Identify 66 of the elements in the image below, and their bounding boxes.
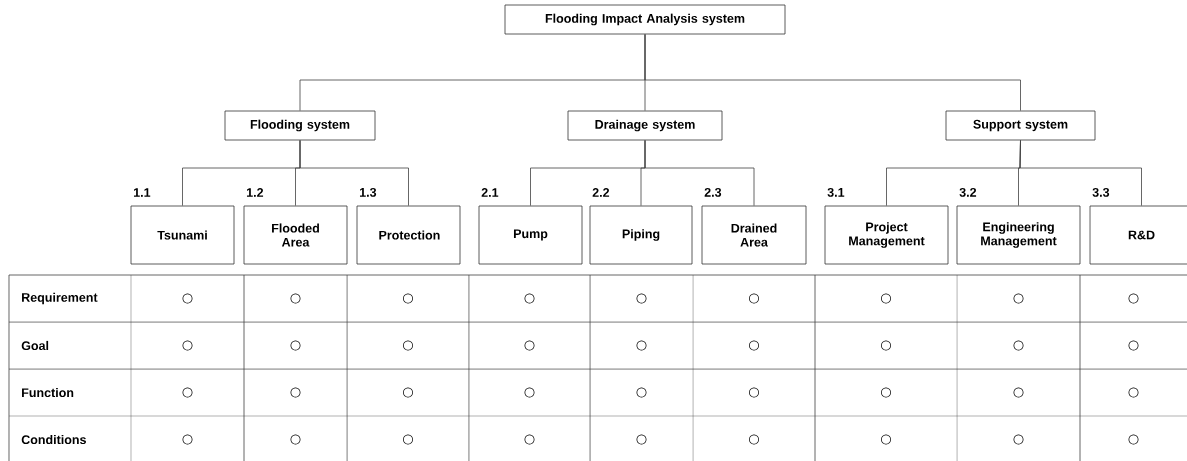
item-number: 1.1 — [134, 188, 151, 197]
system-box: Flooding Impact Analysis system — [504, 4, 786, 35]
item-number: 2.1 — [481, 188, 499, 197]
row-header: Goal — [21, 340, 49, 351]
circle-mark: ○ — [636, 340, 647, 351]
component-box: Engineering Management — [956, 205, 1081, 265]
circle-mark: ○ — [749, 293, 759, 304]
circle-mark: ○ — [749, 387, 759, 398]
circle-mark: ○ — [403, 434, 413, 445]
circle-mark: ○ — [290, 387, 301, 398]
item-number: 2.2 — [592, 188, 610, 197]
circle-mark: ○ — [290, 340, 301, 351]
circle-mark: ○ — [524, 434, 535, 445]
circle-mark: ○ — [1128, 293, 1139, 304]
circle-mark: ○ — [636, 434, 647, 445]
circle-mark: ○ — [1128, 340, 1139, 351]
connector-line — [299, 140, 409, 206]
circle-mark: ○ — [524, 293, 535, 304]
component-box: R&D — [1089, 205, 1187, 265]
system-box: Drainage system — [567, 110, 723, 141]
item-number: 2.3 — [704, 187, 722, 197]
item-number: 3.2 — [959, 187, 977, 197]
circle-mark: ○ — [881, 434, 891, 445]
system-box: Support system — [945, 110, 1096, 141]
circle-mark: ○ — [749, 340, 759, 351]
row-header: Function — [22, 387, 74, 398]
connector-line — [1019, 140, 1142, 206]
item-number: 1.3 — [360, 187, 377, 197]
circle-mark: ○ — [1128, 387, 1139, 398]
component-box: Pump — [478, 205, 583, 265]
circle-mark: ○ — [403, 293, 413, 304]
component-box: Piping — [589, 205, 693, 265]
circle-mark: ○ — [524, 340, 535, 351]
circle-mark: ○ — [1013, 293, 1024, 304]
item-number: 1.2 — [247, 188, 264, 197]
circle-mark: ○ — [636, 293, 647, 304]
component-box: Project Management — [824, 205, 949, 265]
circle-mark: ○ — [524, 387, 535, 398]
connector-line — [644, 140, 755, 206]
circle-mark: ○ — [182, 293, 193, 304]
circle-mark: ○ — [403, 340, 413, 351]
circle-mark: ○ — [182, 434, 193, 445]
circle-mark: ○ — [290, 434, 301, 445]
circle-mark: ○ — [881, 340, 891, 351]
circle-mark: ○ — [182, 387, 193, 398]
circle-mark: ○ — [1013, 434, 1024, 445]
circle-mark: ○ — [1013, 340, 1024, 351]
circle-mark: ○ — [881, 293, 891, 304]
system-box: Flooding system — [224, 110, 376, 141]
circle-mark: ○ — [290, 293, 301, 304]
row-header: Requirement — [22, 292, 98, 305]
component-box: Drained Area — [701, 205, 807, 265]
connector-line — [644, 34, 1021, 111]
circle-mark: ○ — [182, 340, 193, 351]
component-box: Protection — [356, 205, 461, 265]
row-header: Conditions — [21, 434, 86, 445]
component-box: Flooded Area — [243, 205, 348, 265]
circle-mark: ○ — [881, 387, 891, 398]
circle-mark: ○ — [1013, 387, 1024, 398]
circle-mark: ○ — [749, 434, 759, 445]
circle-mark: ○ — [636, 387, 647, 398]
item-number: 3.3 — [1092, 187, 1110, 197]
circle-mark: ○ — [403, 387, 413, 398]
circle-mark: ○ — [1128, 434, 1139, 445]
component-box: Tsunami — [130, 205, 235, 265]
item-number: 3.1 — [827, 187, 845, 197]
